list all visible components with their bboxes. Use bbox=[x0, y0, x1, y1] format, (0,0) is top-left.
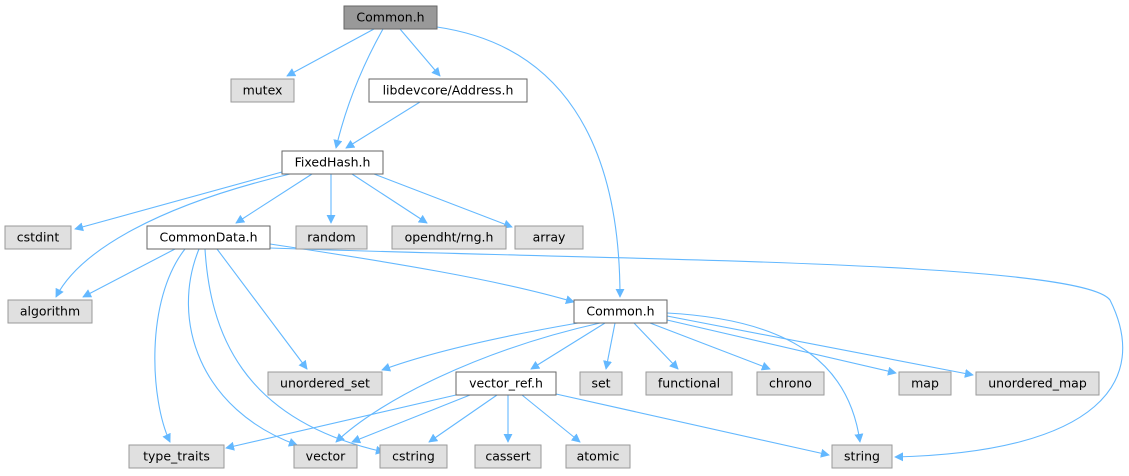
node-label: set bbox=[591, 376, 610, 391]
node-random[interactable]: random bbox=[295, 225, 368, 250]
edge-fixedhash-to-array bbox=[373, 173, 513, 229]
edge-root-to-mutex bbox=[286, 28, 375, 77]
edge-vector_ref-to-atomic bbox=[521, 394, 581, 443]
edge-commondata-to-unordered_set bbox=[216, 248, 308, 370]
edge-fixedhash-to-cstdint bbox=[74, 171, 283, 232]
edge-commondata-to-common2 bbox=[269, 243, 575, 305]
node-cassert[interactable]: cassert bbox=[474, 444, 542, 469]
edge-common2-to-unordered_map bbox=[666, 315, 974, 378]
node-atomic[interactable]: atomic bbox=[565, 444, 631, 469]
edge-vector_ref-to-cstring bbox=[428, 394, 498, 443]
node-fixedhash-h[interactable]: FixedHash.h bbox=[281, 150, 384, 175]
node-label: atomic bbox=[577, 449, 620, 464]
node-type-traits[interactable]: type_traits bbox=[128, 444, 225, 469]
edge-root-to-common2 bbox=[436, 26, 625, 298]
node-label: functional bbox=[658, 376, 720, 391]
node-label: random bbox=[307, 230, 355, 245]
node-label: Common.h bbox=[586, 304, 654, 319]
node-label: FixedHash.h bbox=[295, 155, 371, 170]
node-label: libdevcore/Address.h bbox=[383, 83, 514, 98]
edge-common2-to-functional bbox=[633, 322, 679, 370]
node-cstdint[interactable]: cstdint bbox=[4, 225, 72, 250]
edge-vector_ref-to-vector bbox=[351, 394, 471, 444]
node-label: CommonData.h bbox=[159, 230, 257, 245]
node-label: mutex bbox=[243, 83, 283, 98]
nodes-layer: Common.h mutex libdevcore/Address.h Fixe… bbox=[4, 5, 1100, 469]
edge-vector_ref-to-string bbox=[555, 393, 830, 458]
node-libdevcore-address-h[interactable]: libdevcore/Address.h bbox=[368, 78, 528, 103]
node-label: algorithm bbox=[20, 304, 80, 319]
node-label: cstdint bbox=[17, 230, 60, 245]
node-common-h[interactable]: Common.h bbox=[573, 299, 668, 324]
node-unordered-map[interactable]: unordered_map bbox=[975, 371, 1100, 396]
edge-vector_ref-to-type_traits bbox=[225, 394, 457, 451]
edge-root-to-fixedhash bbox=[333, 28, 384, 149]
node-array[interactable]: array bbox=[514, 225, 584, 250]
node-label: opendht/rng.h bbox=[405, 230, 494, 245]
node-set[interactable]: set bbox=[579, 371, 623, 396]
edge-commondata-to-vector bbox=[187, 248, 298, 447]
node-label: chrono bbox=[769, 376, 812, 391]
edge-common2-to-set bbox=[603, 322, 616, 370]
edge-fixedhash-to-commondata bbox=[235, 173, 313, 224]
node-commondata-h[interactable]: CommonData.h bbox=[146, 225, 271, 250]
edge-common2-to-unordered_set bbox=[381, 322, 579, 372]
node-label: map bbox=[911, 376, 939, 391]
edge-common2-to-chrono bbox=[649, 322, 771, 371]
edge-common2-to-map bbox=[666, 319, 897, 376]
node-chrono[interactable]: chrono bbox=[756, 371, 825, 396]
edge-commondata-to-type_traits bbox=[154, 248, 186, 443]
node-map[interactable]: map bbox=[898, 371, 952, 396]
edge-fixedhash-to-rng bbox=[351, 173, 428, 224]
edge-commondata-to-cstring bbox=[204, 248, 385, 455]
edge-common2-to-vector_ref bbox=[530, 322, 606, 370]
node-unordered-set[interactable]: unordered_set bbox=[267, 371, 383, 396]
node-label: Common.h bbox=[356, 10, 424, 25]
node-mutex[interactable]: mutex bbox=[230, 78, 295, 103]
node-label: unordered_set bbox=[280, 376, 370, 391]
node-label: vector bbox=[306, 449, 347, 464]
edge-address-to-fixedhash bbox=[345, 101, 421, 149]
node-common-h-root[interactable]: Common.h bbox=[343, 5, 438, 30]
node-algorithm[interactable]: algorithm bbox=[7, 299, 93, 324]
edges-layer bbox=[55, 26, 1124, 462]
edge-commondata-to-string bbox=[269, 247, 1124, 462]
node-label: cstring bbox=[392, 449, 435, 464]
node-label: array bbox=[533, 230, 566, 245]
node-cstring[interactable]: cstring bbox=[379, 444, 448, 469]
edge-common2-to-string bbox=[666, 312, 864, 443]
edge-fixedhash-to-algorithm bbox=[55, 173, 291, 298]
edge-root-to-address bbox=[399, 28, 441, 77]
node-vector-ref-h[interactable]: vector_ref.h bbox=[455, 371, 557, 396]
node-string[interactable]: string bbox=[831, 444, 893, 469]
node-label: vector_ref.h bbox=[469, 376, 543, 391]
node-opendht-rng-h[interactable]: opendht/rng.h bbox=[391, 225, 507, 250]
node-vector[interactable]: vector bbox=[293, 444, 358, 469]
edge-common2-to-vector bbox=[335, 322, 601, 443]
node-label: string bbox=[844, 449, 880, 464]
node-functional[interactable]: functional bbox=[645, 371, 733, 396]
node-label: type_traits bbox=[143, 449, 210, 464]
node-label: unordered_map bbox=[988, 376, 1087, 391]
node-label: cassert bbox=[485, 449, 530, 464]
edge-commondata-to-algorithm bbox=[82, 248, 176, 298]
